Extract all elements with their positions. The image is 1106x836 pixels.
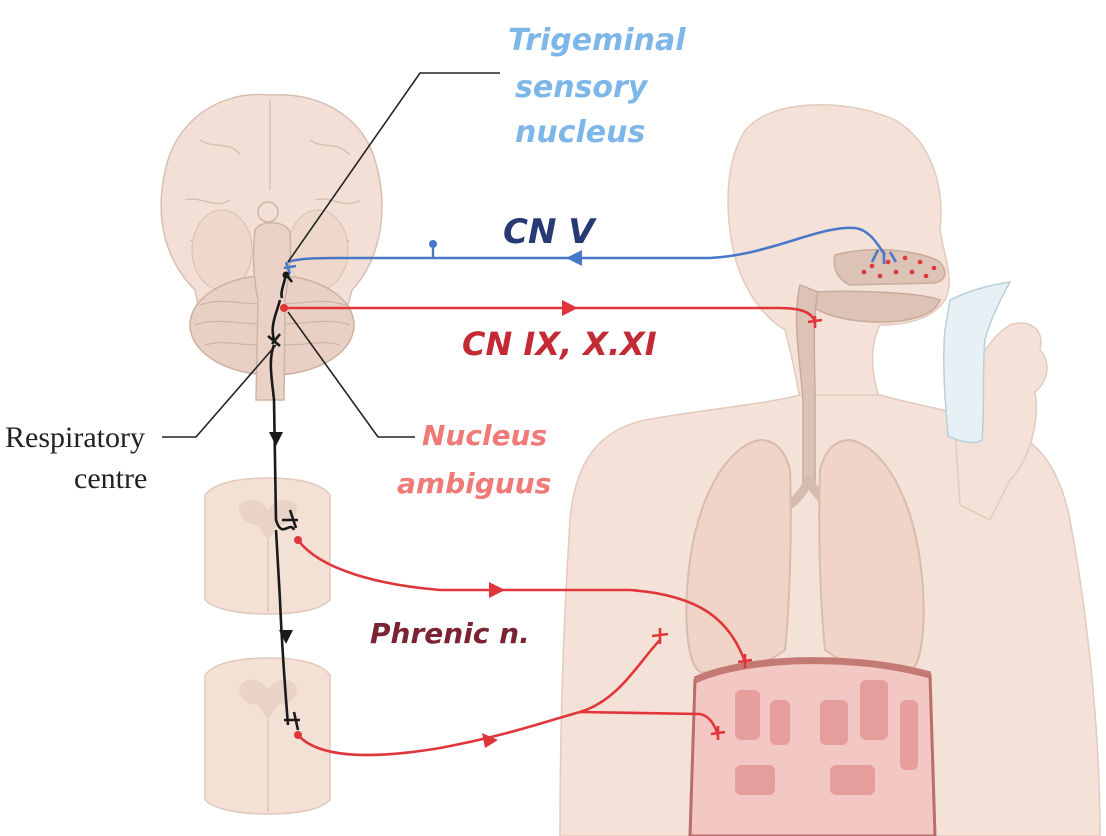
muscle-striations	[735, 680, 918, 795]
optic-chiasm	[257, 201, 279, 223]
ambiguus-label-line1: Nucleus	[422, 419, 547, 452]
spinal-segment-lower	[204, 657, 331, 815]
body-silhouette	[559, 104, 1101, 836]
cn-v-label: CN V	[503, 212, 597, 252]
head	[727, 104, 951, 401]
diaphragm	[688, 657, 937, 836]
cn-v-ganglion	[429, 240, 437, 258]
descending-arrow-2	[279, 630, 293, 644]
phrenic-arrow-lower	[482, 733, 498, 748]
phrenic-arrow-upper	[489, 582, 505, 598]
lower-motor-dot	[294, 731, 302, 739]
trigeminal-label-line3: nucleus	[515, 115, 645, 150]
nucleus-ambiguus-label: Nucleus ambiguus	[397, 419, 551, 500]
trigeminal-label-line1: Trigeminal	[508, 23, 686, 58]
phrenic-pathway-lower	[297, 628, 726, 757]
oral-cavity	[811, 290, 941, 323]
cn-ix-x-xi-label: CN IX, X.XI	[462, 325, 657, 363]
diaphragm-band	[688, 659, 937, 836]
cn-ix-x-xi-efferent-pathway	[284, 306, 823, 328]
phrenic-pathway-upper	[296, 539, 753, 668]
trigeminal-label-line2: sensory	[515, 70, 649, 105]
pointer-lines	[162, 72, 500, 438]
respiratory-centre-label: Respiratory centre	[5, 421, 147, 495]
cn-v-afferent-pathway	[283, 226, 898, 275]
spinal-segment-upper	[204, 477, 331, 615]
upper-motor-dot	[294, 536, 302, 544]
tissue	[943, 281, 1012, 444]
respiratory-centre-dot	[282, 271, 290, 279]
cn-v-arrow	[566, 250, 582, 266]
nucleus-ambiguus-dot	[280, 304, 288, 312]
respiratory-label-line2: centre	[74, 462, 147, 495]
trigeminal-label: Trigeminal sensory nucleus	[508, 23, 686, 150]
respiratory-label-line1: Respiratory	[5, 421, 145, 454]
respiratory-pointer	[162, 344, 277, 438]
brainstem	[252, 222, 292, 401]
diaphragm-rim	[693, 657, 931, 684]
cn-ix-arrow	[562, 300, 578, 316]
ambiguus-pointer	[287, 311, 415, 438]
descending-arrow-1	[269, 432, 283, 446]
nasal-receptor-dots	[861, 255, 937, 279]
ambiguus-label-line2: ambiguus	[397, 467, 551, 500]
trigeminal-pointer	[287, 72, 500, 263]
nasal-cavity	[833, 248, 946, 286]
phrenic-label: Phrenic n.	[370, 617, 530, 650]
